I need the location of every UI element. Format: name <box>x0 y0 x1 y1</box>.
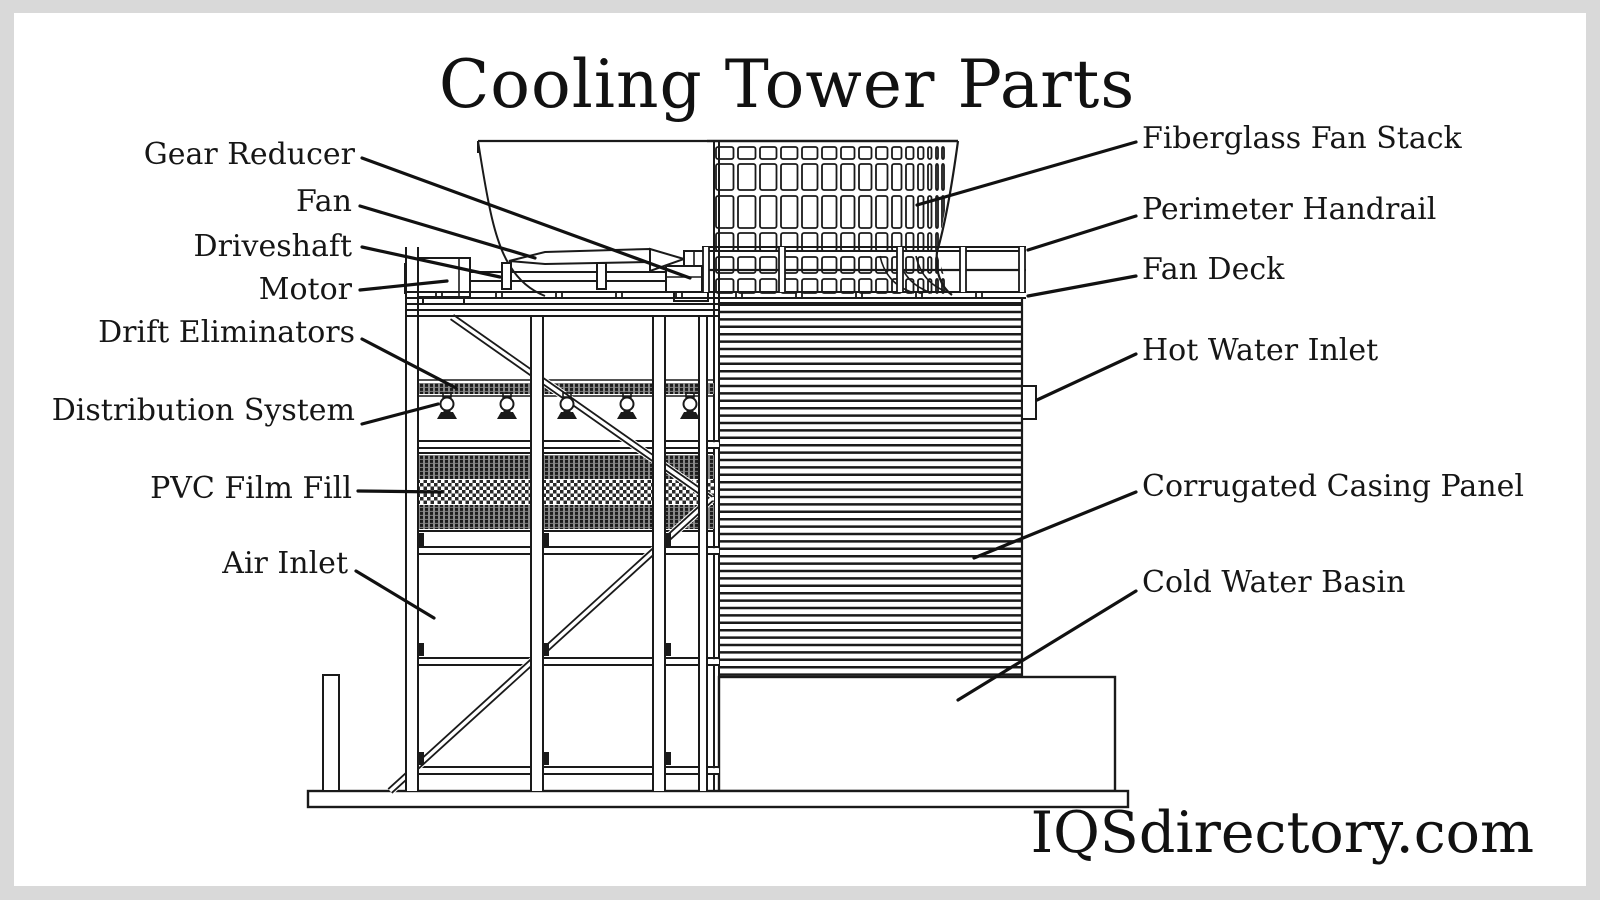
fan-deck-shape <box>405 291 1026 317</box>
fiberglass-fan-stack-shape <box>707 139 960 296</box>
label-corrugated-casing-panel: Corrugated Casing Panel <box>1142 469 1524 504</box>
label-fan: Fan <box>296 184 352 219</box>
fan-cylinder-cutaway <box>477 139 707 297</box>
diagram-title: Cooling Tower Parts <box>438 46 1136 123</box>
structural-frame <box>386 247 719 795</box>
label-driveshaft: Driveshaft <box>193 229 352 264</box>
label-fiberglass-fan-stack: Fiberglass Fan Stack <box>1142 121 1462 156</box>
label-perimeter-handrail: Perimeter Handrail <box>1142 192 1437 227</box>
label-pvc-film-fill: PVC Film Fill <box>150 471 352 506</box>
leader-pvc-film-fill <box>356 489 444 494</box>
label-cold-water-basin: Cold Water Basin <box>1142 565 1406 600</box>
leader-cold-water-basin <box>956 589 1138 702</box>
leader-fan-deck <box>1026 274 1138 298</box>
handrail-shape <box>702 246 1026 292</box>
cold-water-basin-shape <box>306 674 1130 809</box>
label-gear-reducer: Gear Reducer <box>143 137 355 172</box>
leader-hot-water-inlet <box>1035 352 1138 402</box>
leader-corrugated-casing-panel <box>972 490 1138 560</box>
label-fan-deck: Fan Deck <box>1142 252 1285 287</box>
water-distribution-nozzles <box>437 392 700 419</box>
corrugated-casing-panel-shape <box>713 141 1037 791</box>
leader-drift-eliminators <box>360 337 458 390</box>
label-motor: Motor <box>258 272 352 307</box>
leader-distribution-system <box>360 402 440 426</box>
leader-air-inlet <box>354 569 436 620</box>
leader-motor <box>358 279 449 292</box>
label-air-inlet: Air Inlet <box>222 546 348 581</box>
leader-fan <box>358 204 537 260</box>
leader-driveshaft <box>360 245 502 279</box>
label-hot-water-inlet: Hot Water Inlet <box>1142 333 1379 368</box>
leader-fiberglass-fan-stack <box>915 140 1138 207</box>
watermark-text: IQSdirectory.com <box>1030 800 1534 866</box>
leader-gear-reducer <box>360 156 692 280</box>
leader-lines <box>354 140 1138 702</box>
label-drift-eliminators: Drift Eliminators <box>98 315 355 350</box>
leader-perimeter-handrail <box>1026 214 1138 252</box>
label-distribution-system: Distribution System <box>51 393 355 428</box>
